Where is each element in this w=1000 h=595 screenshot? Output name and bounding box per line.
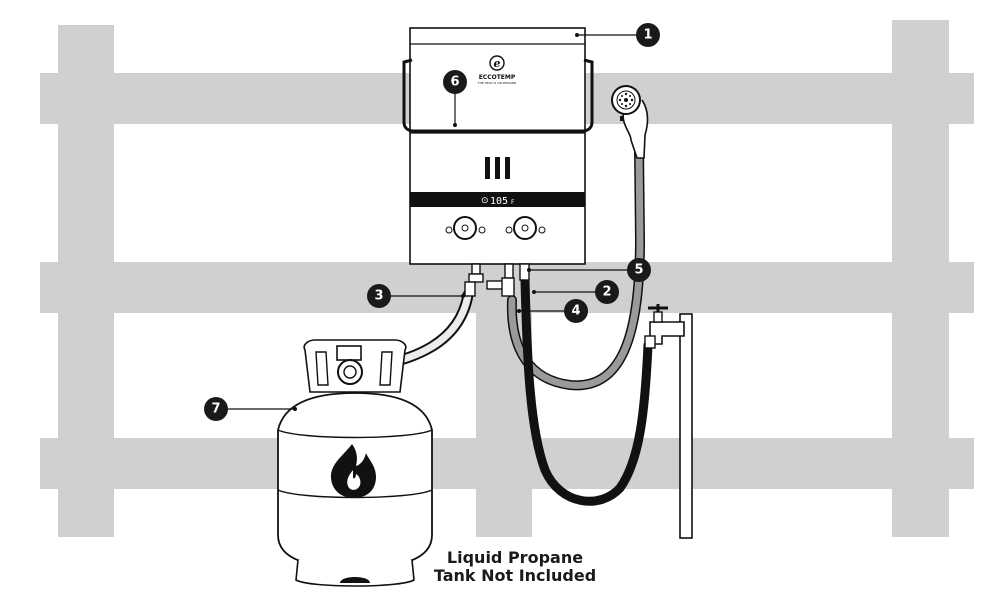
shower-head xyxy=(611,85,649,159)
callouts: 1 6 5 2 4 xyxy=(204,23,660,421)
svg-text:1: 1 xyxy=(643,28,652,43)
clock-icon: ⊙ xyxy=(481,196,489,206)
brand-logo: e ECCOTEMP THE HEAT IS ON DEMAND xyxy=(477,55,517,85)
display-band xyxy=(410,192,585,207)
gas-knob[interactable] xyxy=(445,216,486,240)
fence-rail-bottom xyxy=(40,438,974,489)
water-heater: e ECCOTEMP THE HEAT IS ON DEMAND ⊙ 105 F xyxy=(402,27,594,297)
tank-caption: Liquid Propane Tank Not Included xyxy=(380,549,650,585)
display-value: 105 xyxy=(490,196,508,207)
svg-text:7: 7 xyxy=(211,402,220,417)
hot-water-outlet-fitting xyxy=(519,263,530,281)
callout-3[interactable]: 3 xyxy=(367,284,391,308)
callout-4[interactable]: 4 xyxy=(564,299,588,323)
svg-text:2: 2 xyxy=(602,285,611,300)
propane-tank xyxy=(277,339,433,587)
logo-mark: e xyxy=(494,57,501,70)
brand-tagline: THE HEAT IS ON DEMAND xyxy=(477,81,517,85)
water-knob[interactable] xyxy=(505,216,546,240)
water-faucet xyxy=(644,304,693,539)
cold-water-inlet-fitting xyxy=(486,263,515,297)
vent-slots xyxy=(485,157,510,179)
heater-body xyxy=(409,27,586,265)
brand-name: ECCOTEMP xyxy=(479,74,516,81)
water-low-icon xyxy=(505,226,513,234)
svg-text:4: 4 xyxy=(571,304,580,319)
flame-icon xyxy=(330,444,376,498)
callout-2[interactable]: 2 xyxy=(595,280,619,304)
callout-7[interactable]: 7 xyxy=(204,397,228,421)
water-hose xyxy=(520,275,653,506)
callout-1[interactable]: 1 xyxy=(636,23,660,47)
callout-5[interactable]: 5 xyxy=(627,258,651,282)
svg-text:5: 5 xyxy=(634,263,643,278)
svg-text:6: 6 xyxy=(450,75,459,90)
temperature-display: ⊙ 105 F xyxy=(481,196,515,207)
gas-inlet-fitting xyxy=(464,263,484,297)
display-unit: F xyxy=(511,199,515,206)
water-pipe xyxy=(679,313,693,539)
water-high-icon xyxy=(538,226,546,234)
caption-line-2: Tank Not Included xyxy=(433,566,597,585)
caption-line-1: Liquid Propane xyxy=(446,548,584,567)
spray-nozzle-icon xyxy=(618,92,634,108)
carry-handle xyxy=(402,58,594,133)
flame-high-icon xyxy=(478,226,486,234)
flame-low-icon xyxy=(445,226,453,234)
callout-6[interactable]: 6 xyxy=(443,70,467,94)
svg-text:3: 3 xyxy=(374,289,383,304)
